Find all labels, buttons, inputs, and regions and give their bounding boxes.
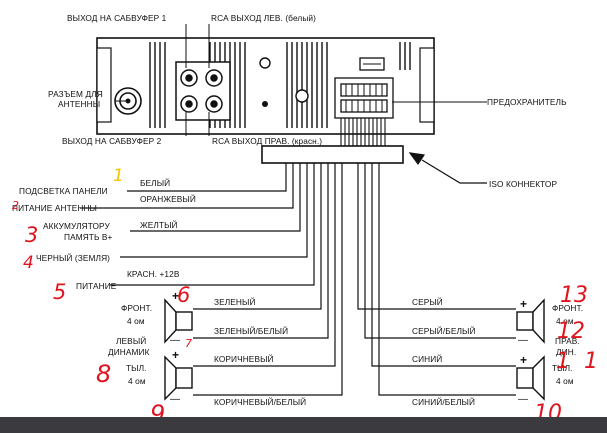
right-rear-speaker <box>516 355 545 401</box>
right-rear-minus-wire-color: СИНИЙ/БЕЛЫЙ <box>412 396 475 407</box>
head-unit-left-bracket <box>96 47 112 123</box>
annotation-mark-1: 1 <box>113 166 124 186</box>
power-wire-lines <box>80 163 315 286</box>
subwoofer-out-1-label: ВЫХОД НА САБВУФЕР 1 <box>67 13 167 23</box>
iso-leads <box>340 118 386 146</box>
rca-out-right-label: RCA ВЫХОД ПРАВ. (красн.) <box>212 136 322 146</box>
left-rear-plus-sign: + <box>172 348 179 362</box>
left-speaker-group-line2: ДИНАМИК <box>108 347 150 357</box>
left-rear-speaker-impedance: 4 ом <box>128 376 146 386</box>
power-wire-1-function: ПОДСВЕТКА ПАНЕЛИ <box>19 186 108 196</box>
left-front-speaker <box>164 298 193 344</box>
screen-bottom-bar <box>0 417 607 433</box>
left-rear-plus-wire-color: КОРИЧНЕВЫЙ <box>214 353 274 364</box>
annotation-mark-5: 5 <box>53 280 66 304</box>
iso-pointer-arrow <box>408 152 487 184</box>
right-front-speaker-impedance: 4 ом <box>556 316 574 326</box>
right-rear-speaker-impedance: 4 ом <box>556 376 574 386</box>
connector-labels <box>115 24 487 136</box>
rca-out-left-label: RCA ВЫХОД ЛЕВ. (белый) <box>211 13 316 23</box>
annotation-mark-7: 7 <box>185 337 192 350</box>
power-wire-4-function: ЧЕРНЫЙ (ЗЕМЛЯ) <box>36 252 110 263</box>
annotation-mark-3: 3 <box>25 223 38 247</box>
right-front-speaker-name: ФРОНТ. <box>552 303 583 313</box>
left-front-minus-sign: — <box>170 335 180 346</box>
left-front-plus-wire-color: ЗЕЛЕНЫЙ <box>214 296 256 307</box>
power-wire-2-function: ПИТАНИЕ АНТЕННЫ <box>12 203 97 213</box>
head-unit-rear-panel <box>96 37 435 135</box>
right-front-plus-sign: + <box>520 297 527 311</box>
annotation-mark-13: 13 <box>560 283 588 308</box>
iso-connector-block <box>261 145 404 164</box>
left-front-speaker-name: ФРОНТ. <box>121 303 152 313</box>
right-rear-plus-sign: + <box>520 353 527 367</box>
screw-hole <box>295 89 309 103</box>
antenna-jack-label-line1: РАЗЪЕМ ДЛЯ <box>48 89 103 99</box>
right-front-minus-sign: — <box>518 335 528 346</box>
subwoofer-out-2-label: ВЫХОД НА САБВУФЕР 2 <box>62 136 162 146</box>
head-unit-right-bracket <box>419 47 435 123</box>
right-rear-plus-wire-color: СИНИЙ <box>412 353 442 364</box>
left-front-plus-sign: + <box>172 289 179 303</box>
right-speaker-group-line2: ДИН. <box>556 347 576 357</box>
power-wire-3-function-line2: ПАМЯТЬ В+ <box>64 232 113 242</box>
power-wire-2-color: ОРАНЖЕВЫЙ <box>140 193 196 204</box>
right-rear-minus-sign: — <box>518 394 528 405</box>
speaker-wire-lines <box>193 163 516 396</box>
right-front-speaker <box>516 298 545 344</box>
iso-connector-label: ISO КОННЕКТОР <box>489 179 557 189</box>
right-front-plus-wire-color: СЕРЫЙ <box>412 296 443 307</box>
fuse <box>359 57 385 71</box>
left-rear-minus-wire-color: КОРИЧНЕВЫЙ/БЕЛЫЙ <box>214 396 306 407</box>
screw-hole <box>259 57 271 69</box>
annotation-mark-11: 11 <box>556 349 607 374</box>
power-wire-5-color: КРАСН. +12В <box>127 269 180 279</box>
right-speaker-group-line1: ПРАВ. <box>555 336 580 346</box>
left-rear-speaker <box>164 355 193 401</box>
fuse-label: ПРЕДОХРАНИТЕЛЬ <box>487 97 567 107</box>
rca-jacks <box>175 61 231 121</box>
left-front-speaker-impedance: 4 ом <box>127 316 145 326</box>
right-rear-speaker-name: ТЫЛ. <box>552 363 573 373</box>
left-rear-speaker-name: ТЫЛ. <box>126 363 147 373</box>
power-wire-1-color: БЕЛЫЙ <box>140 177 170 188</box>
left-rear-minus-sign: — <box>170 394 180 405</box>
annotation-mark-8: 8 <box>96 360 111 388</box>
power-wire-3-function-line1: АККУМУЛЯТОРУ <box>43 221 111 231</box>
annotation-mark-6: 6 <box>177 283 190 307</box>
left-front-minus-wire-color: ЗЕЛЕНЫЙ/БЕЛЫЙ <box>214 325 288 336</box>
annotation-mark-12: 12 <box>557 319 585 344</box>
annotation-mark-4: 4 <box>23 253 34 273</box>
power-wire-5-function: ПИТАНИЕ <box>76 281 117 291</box>
iso-socket <box>334 77 394 119</box>
right-front-minus-wire-color: СЕРЫЙ/БЕЛЫЙ <box>412 325 476 336</box>
annotation-mark-2: 2 <box>12 199 19 212</box>
power-wire-3-color: ЖЕЛТЫЙ <box>140 219 178 230</box>
left-speaker-group-line1: ЛЕВЫЙ <box>116 335 146 346</box>
antenna-jack-label-line2: АНТЕННЫ <box>58 99 100 109</box>
screw-hole <box>262 101 268 107</box>
